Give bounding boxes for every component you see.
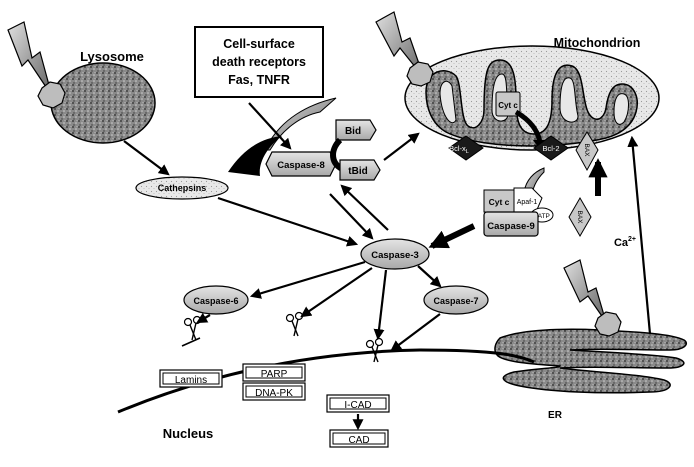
bclxl-diamond	[448, 135, 484, 161]
caspase3-shape	[360, 238, 430, 270]
mitochondrion-octagon-icon	[406, 61, 434, 87]
arrow-caspase3-caspase8	[340, 184, 389, 231]
curved-pointer-black	[228, 136, 282, 176]
mitochondrion-group: Mitochondrion Cyt c Bcl-xL Bcl-2 BAX	[375, 11, 660, 172]
apaf1-label: Apaf-1	[517, 199, 538, 206]
er-lightning-bolt-icon	[563, 259, 607, 323]
caspase9-box	[483, 211, 539, 237]
bax-top-diamond	[575, 131, 599, 172]
parp-label: PARP	[261, 369, 288, 380]
arrow-caspase3-caspase7	[417, 265, 442, 288]
scissors-icon	[183, 315, 202, 341]
caspase6-label: Caspase-6	[193, 296, 238, 306]
receptors-line-2: death receptors	[212, 55, 306, 69]
lamins-cut-line	[181, 337, 201, 347]
lightning-bolt-icon	[7, 21, 53, 97]
caspase9-label: Caspase-9	[487, 221, 535, 232]
bclxl-subscript: L	[466, 149, 469, 155]
caspase7-label: Caspase-7	[433, 296, 478, 306]
calcium-charge: 2+	[628, 236, 636, 243]
cytc-apoptosome-label: Cyt c	[489, 197, 510, 207]
icad-label: I-CAD	[344, 400, 371, 411]
arrow-caspase9-caspase3	[428, 223, 476, 249]
mitochondrion-cristae	[425, 59, 638, 147]
scissors-icon-icad	[365, 337, 384, 363]
bax-bottom-label: BAX	[576, 210, 583, 224]
scissors-icon-parp	[285, 311, 304, 337]
cad-box: CAD	[329, 429, 389, 448]
receptors-line-1: Cell-surface	[223, 37, 295, 51]
caspase8-shape	[265, 151, 337, 177]
arrow-caspase3-parp	[300, 267, 373, 318]
dnapk-label: DNA-PK	[255, 388, 293, 399]
lysosome-label: Lysosome	[80, 49, 144, 64]
bclxl-label: Bcl-x	[449, 144, 466, 153]
datp-label: dATP	[534, 213, 550, 220]
caspase6-shape	[183, 285, 249, 315]
bid-label: Bid	[345, 126, 361, 137]
lysosome-group: Lysosome	[7, 21, 156, 144]
dnapk-box: DNA-PK	[242, 382, 306, 401]
arrow-caspase3-icad	[373, 269, 388, 341]
cathepsins-label: Cathepsins	[158, 183, 207, 193]
calcium-base: Ca	[614, 237, 629, 249]
cathepsins-shape	[135, 176, 229, 200]
arrow-er-mitochondrion-calcium	[627, 135, 652, 335]
tbid-shape	[339, 159, 381, 181]
lamins-box: Lamins	[159, 369, 223, 388]
apoptosome-group: Cyt c Apaf-1 dATP Caspase-9	[483, 167, 554, 237]
apaf1-shape	[513, 187, 543, 213]
curved-pointer-top	[264, 97, 337, 151]
arrow-caspase7-icad	[390, 313, 441, 352]
arrow-receptors-caspase8	[248, 102, 292, 150]
receptors-box: Cell-surface death receptors Fas, TNFR	[194, 26, 324, 98]
caspase3-label: Caspase-3	[371, 250, 419, 261]
calcium-label: Ca2+	[614, 236, 636, 249]
arrow-tbid-mitochondrion	[383, 132, 420, 161]
lamins-label: Lamins	[175, 375, 207, 386]
er-octagon-icon	[594, 311, 622, 337]
svg-text:Bcl-xL: Bcl-xL	[449, 144, 469, 155]
bcl2-label: Bcl-2	[542, 144, 559, 153]
arrow-cathepsins-caspase3	[217, 196, 359, 247]
mitochondrion-lightning-bolt-icon	[375, 11, 425, 79]
cathepsins-group: Cathepsins	[135, 176, 229, 200]
icad-box: I-CAD	[326, 394, 390, 413]
er-group: ER	[494, 259, 688, 421]
nucleus-label: Nucleus	[163, 426, 214, 441]
cad-label: CAD	[348, 435, 369, 446]
nuclear-envelope	[117, 348, 535, 414]
caspase8-group: Caspase-8 Bid tBid	[228, 97, 381, 181]
lysosome-body	[50, 62, 156, 144]
cytc-mito-label: Cyt c	[498, 101, 518, 110]
caspase7-shape	[423, 285, 489, 315]
bid-shape	[335, 119, 377, 141]
pathway-arrows	[123, 102, 652, 431]
arrow-caspase8-caspase3	[329, 193, 374, 240]
arrow-lysosome-cathepsins	[123, 140, 170, 176]
octagon-receptor-icon	[37, 81, 66, 109]
caspase8-label: Caspase-8	[277, 160, 325, 171]
bax-bottom-diamond	[568, 197, 592, 237]
bax-top-label: BAX	[583, 143, 590, 157]
er-body	[494, 328, 688, 394]
er-label: ER	[548, 410, 563, 421]
parp-box: PARP	[242, 363, 306, 382]
mitochondrion-label: Mitochondrion	[554, 36, 641, 50]
arrow-caspase6-lamins	[196, 312, 211, 324]
receptors-line-3: Fas, TNFR	[228, 73, 290, 87]
arrow-caspase3-caspase6	[249, 260, 366, 299]
tbid-label: tBid	[348, 166, 367, 177]
bcl2-diamond	[533, 135, 569, 161]
